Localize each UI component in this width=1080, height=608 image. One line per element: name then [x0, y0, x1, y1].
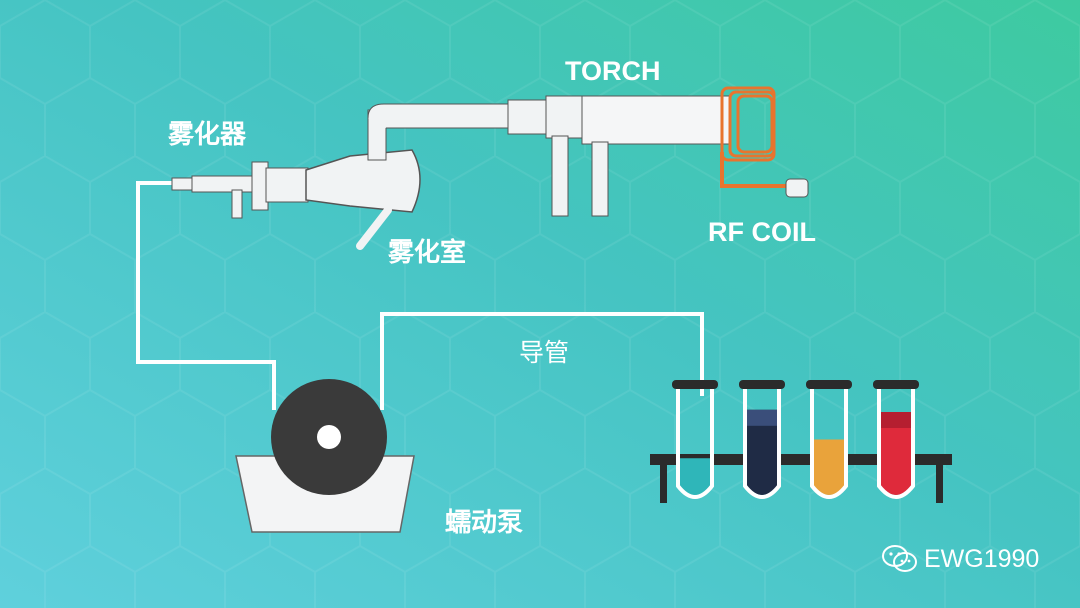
watermark-text: EWG1990: [924, 544, 1040, 573]
tube-glass: [676, 388, 714, 499]
tube-glass: [810, 388, 848, 499]
tube-rim: [739, 380, 785, 389]
tube-liquid-top: [747, 409, 777, 426]
rf-coil-label: RF COIL: [708, 217, 816, 247]
tube-glass: [877, 388, 915, 499]
spray-chamber: [305, 103, 513, 250]
test-tube-red: [873, 380, 919, 499]
tube-rim: [873, 380, 919, 389]
tube-glass: [743, 388, 781, 499]
test-tubes: [672, 380, 919, 499]
tube-rim: [672, 380, 718, 389]
test-tube-teal: [672, 380, 718, 499]
test-tube-amber: [806, 380, 852, 499]
test-tube-rack: [650, 454, 952, 503]
tubing-label: 导管: [519, 338, 570, 367]
tube-rim: [806, 380, 852, 389]
watermark: EWG1990: [882, 544, 1039, 574]
torch-label: TORCH: [565, 56, 661, 86]
pump-axle: [317, 425, 341, 449]
tube-liquid: [680, 458, 710, 495]
spray-chamber-label: 雾化室: [388, 238, 467, 268]
tube-liquid: [881, 412, 911, 495]
rf-coil: [720, 86, 809, 198]
torch: [507, 95, 731, 217]
wechat-icon: [882, 545, 917, 572]
tube-liquid: [747, 409, 777, 495]
peristaltic-pump: [235, 379, 415, 533]
test-tube-navy: [739, 380, 785, 499]
tubing-left: [136, 181, 276, 410]
nebulizer: [171, 161, 309, 219]
tubing-right: [380, 312, 704, 410]
tube-liquid: [814, 439, 844, 495]
nebulizer-label: 雾化器: [168, 120, 247, 150]
pump-label: 蠕动泵: [445, 508, 524, 538]
tube-liquid-top: [881, 412, 911, 428]
